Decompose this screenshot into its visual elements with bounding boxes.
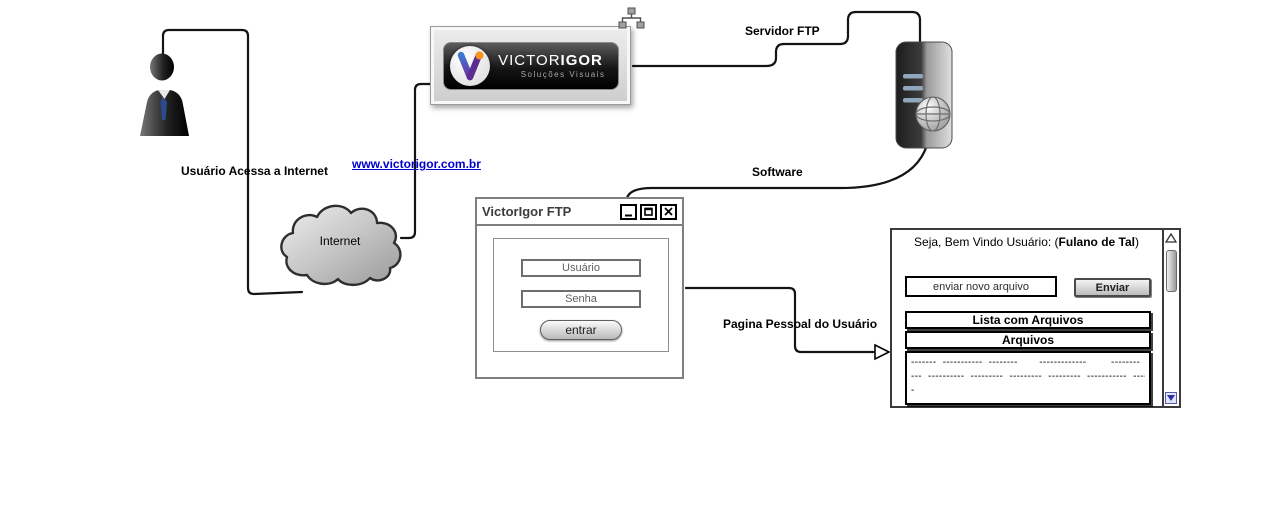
- window-titlebar: VictorIgor FTP: [477, 199, 682, 226]
- brand-part2: IGOR: [560, 52, 603, 69]
- internet-cloud-icon: Internet: [276, 196, 404, 288]
- password-input[interactable]: [521, 290, 641, 308]
- send-button[interactable]: Enviar: [1074, 278, 1151, 297]
- victorigor-logo-badge: VICTORIGOR Soluções Visuais: [442, 41, 619, 90]
- label-personal-page: Pagina Pessoal do Usuário: [723, 317, 878, 331]
- file-row: --- ---------- --------- --------- -----…: [911, 371, 1145, 382]
- upload-file-input[interactable]: [905, 276, 1057, 297]
- file-list: ------- ----------- -------- -----------…: [905, 351, 1151, 405]
- username-input[interactable]: [521, 259, 641, 277]
- user-person-icon: [137, 52, 193, 138]
- minimize-button[interactable]: [620, 203, 637, 220]
- login-button[interactable]: entrar: [540, 320, 622, 340]
- scrollbar: [1162, 230, 1179, 406]
- window-title: VictorIgor FTP: [482, 204, 572, 219]
- website-link[interactable]: www.victorigor.com.br: [352, 157, 481, 171]
- label-internet: Internet: [319, 234, 361, 248]
- scroll-down-icon: [1167, 395, 1175, 401]
- brand-name: VICTORIGOR: [490, 52, 612, 69]
- close-icon: [664, 207, 673, 216]
- scrollbar-thumb[interactable]: [1166, 250, 1177, 292]
- scroll-up-icon: [1165, 232, 1177, 243]
- welcome-username: Fulano de Tal: [1058, 235, 1135, 249]
- welcome-message: Seja, Bem Vindo Usuário: (Fulano de Tal): [892, 235, 1161, 249]
- maximize-button[interactable]: [640, 203, 657, 220]
- welcome-prefix: Seja, Bem Vindo Usuário: (: [914, 235, 1059, 249]
- label-software: Software: [752, 165, 803, 179]
- network-sitemap-icon: [617, 7, 645, 31]
- ftp-app-window: VictorIgor FTP entr: [475, 197, 684, 379]
- label-user-access: Usuário Acessa a Internet: [181, 164, 328, 178]
- victorigor-v-icon: [449, 45, 490, 86]
- ftp-server-icon: [886, 38, 964, 154]
- welcome-suffix: ): [1134, 235, 1139, 249]
- minimize-icon: [625, 214, 632, 216]
- file-row: -: [911, 385, 915, 396]
- files-column-header: Arquivos: [905, 331, 1151, 349]
- maximize-icon: [644, 207, 653, 216]
- user-page-panel: Seja, Bem Vindo Usuário: (Fulano de Tal)…: [890, 228, 1181, 408]
- victorigor-logo-box: VICTORIGOR Soluções Visuais: [430, 26, 631, 105]
- scroll-up-button[interactable]: [1165, 232, 1177, 244]
- flow-website-to-server: [631, 10, 922, 68]
- file-row: ------- ----------- -------- -----------…: [911, 357, 1145, 368]
- brand-tagline: Soluções Visuais: [520, 70, 606, 79]
- file-list-header: Lista com Arquivos: [905, 311, 1151, 329]
- arrowhead-to-page: [874, 343, 891, 361]
- login-panel: entrar: [493, 238, 669, 352]
- close-button[interactable]: [660, 203, 677, 220]
- scroll-down-button[interactable]: [1165, 392, 1177, 404]
- label-ftp-server: Servidor FTP: [745, 24, 820, 38]
- brand-part1: VICTOR: [498, 52, 561, 69]
